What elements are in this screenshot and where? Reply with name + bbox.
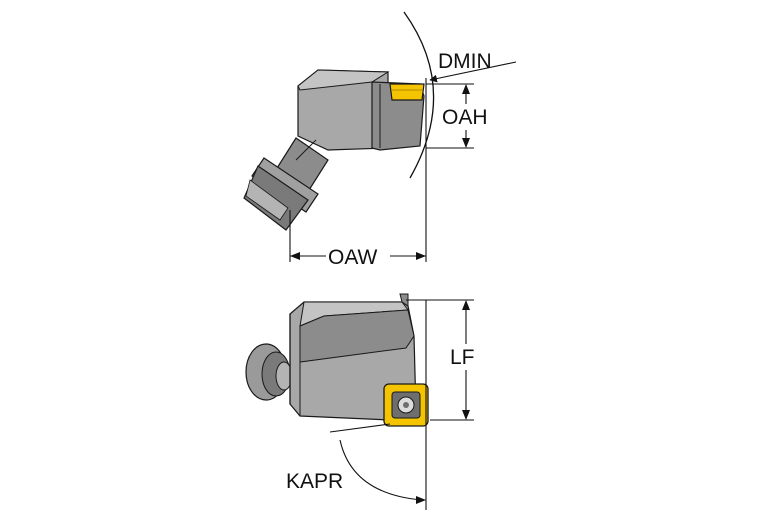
shank-top (243, 137, 329, 231)
bottom-view: LF KAPR (245, 293, 486, 510)
top-view: DMIN OAH OAW (243, 11, 517, 269)
kapr-reference-line (329, 423, 391, 433)
lf-arrow-bottom (462, 410, 470, 420)
oah-arrow-bottom (462, 138, 470, 148)
oaw-arrow-left (290, 252, 300, 260)
lf-label: LF (450, 346, 475, 369)
oah-label-bg (440, 104, 494, 130)
dmin-leader (429, 61, 517, 83)
workpiece-arc (403, 11, 435, 179)
insert-bottom (383, 383, 429, 427)
lf-label-bg (448, 344, 486, 370)
oaw-label: OAW (328, 246, 378, 269)
oah-label: OAH (442, 106, 488, 129)
shank-bottom (245, 343, 293, 401)
insert-top (389, 83, 425, 101)
kapr-arc (339, 439, 423, 501)
lf-arrow-top (462, 300, 470, 310)
kapr-label: KAPR (286, 470, 343, 493)
oaw-arrow-right (416, 252, 426, 260)
dmin-label: DMIN (438, 50, 492, 73)
oaw-label-bg (326, 244, 390, 268)
kapr-arrow (416, 496, 426, 504)
oah-arrow-top (462, 84, 470, 94)
